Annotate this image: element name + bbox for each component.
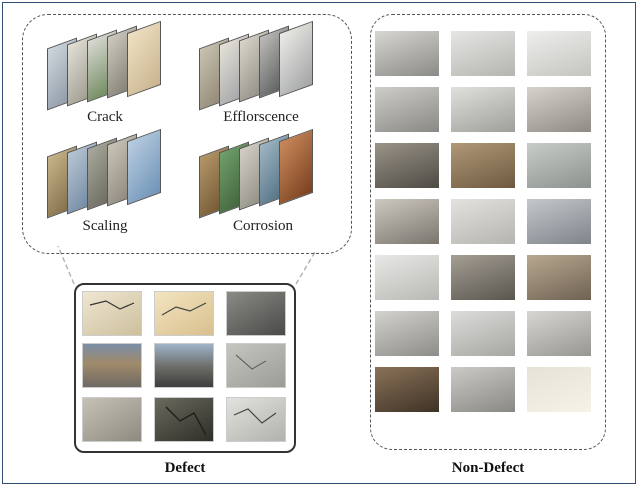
non-defect-image xyxy=(527,143,591,188)
non-defect-image xyxy=(375,255,439,300)
category-label-scaling: Scaling xyxy=(82,218,128,234)
efflorscence-thumb-5 xyxy=(279,20,313,98)
non-defect-image xyxy=(451,87,515,132)
non-defect-image xyxy=(527,311,591,356)
non-defect-image xyxy=(451,143,515,188)
defect-label: Defect xyxy=(164,460,206,476)
defect-sample-5 xyxy=(154,343,214,388)
non-defect-group xyxy=(370,14,606,450)
non-defect-image xyxy=(375,87,439,132)
crack-image-stack xyxy=(43,20,173,117)
category-label-corrosion: Corrosion xyxy=(233,218,293,234)
non-defect-image xyxy=(527,87,591,132)
non-defect-image xyxy=(451,255,515,300)
efflorscence-image-stack xyxy=(195,20,325,117)
defect-sample-1 xyxy=(82,291,142,336)
non-defect-image xyxy=(375,143,439,188)
defect-sample-9 xyxy=(226,397,286,442)
category-label-crack: Crack xyxy=(87,109,123,125)
non-defect-image xyxy=(375,367,439,412)
defect-sample-6 xyxy=(226,343,286,388)
defect-sample-3 xyxy=(226,291,286,336)
connector-right xyxy=(295,251,316,285)
crack-thumb-5 xyxy=(127,20,161,98)
corrosion-thumb-5 xyxy=(279,128,313,206)
non-defect-image xyxy=(451,199,515,244)
non-defect-image xyxy=(451,31,515,76)
connector-left xyxy=(57,245,75,285)
corrosion-image-stack xyxy=(195,128,325,225)
defect-categories-group: Crack Efflorscence Scaling Corrosion xyxy=(22,14,352,254)
category-label-efflorscence: Efflorscence xyxy=(223,109,299,125)
defect-sample-4 xyxy=(82,343,142,388)
non-defect-image xyxy=(375,199,439,244)
non-defect-image xyxy=(527,31,591,76)
non-defect-image xyxy=(451,311,515,356)
crack-lines-overlay xyxy=(89,300,277,436)
non-defect-image xyxy=(375,31,439,76)
non-defect-image xyxy=(527,255,591,300)
scaling-image-stack xyxy=(43,128,173,225)
non-defect-label: Non-Defect xyxy=(451,460,525,476)
non-defect-image xyxy=(527,367,591,412)
defect-sample-7 xyxy=(82,397,142,442)
non-defect-image xyxy=(451,367,515,412)
non-defect-image xyxy=(375,311,439,356)
defect-samples-panel xyxy=(74,283,296,453)
scaling-thumb-5 xyxy=(127,128,161,206)
non-defect-image xyxy=(527,199,591,244)
